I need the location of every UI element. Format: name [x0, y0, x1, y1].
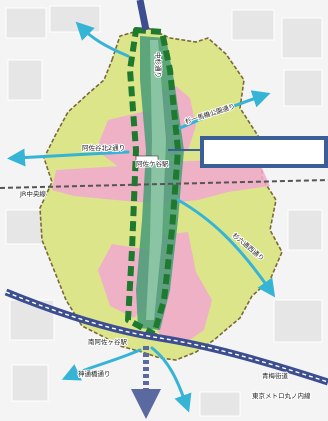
corridor-outline [125, 27, 181, 337]
jr-chuo-line [0, 179, 328, 189]
nakasugi-road-north [136, 0, 150, 31]
label-tokyo-metro: 東京メトロ丸ノ内線 [252, 391, 311, 400]
label-shinmeigu-dori: 神通橋通り [78, 369, 111, 378]
asagaya-station-marker [135, 155, 159, 165]
label-jr-chuo: JR中央線 [19, 189, 46, 198]
label-asagaya-station: 阿佐ケ谷駅 [136, 159, 169, 168]
tokyo-metro-line [5, 291, 328, 383]
arrow-west [7, 148, 130, 167]
corridor-light-band [146, 40, 166, 320]
label-minami-asagaya-station: 南阿佐ヶ谷駅 [88, 337, 128, 346]
arrow-east-upper [178, 90, 271, 130]
arrow-east-lower [176, 198, 276, 298]
arrow-south-west [61, 348, 142, 381]
callout-box [168, 136, 328, 168]
label-asagaya-kita2: 阿佐谷北2通り [82, 143, 125, 152]
arrow-north-west [75, 21, 130, 58]
label-nakasugi-dori: 中杉通り [154, 52, 163, 78]
city-blocks [5, 5, 323, 417]
outbound-arrows [7, 21, 276, 413]
label-ome-kaido: 青梅街道 [262, 371, 289, 380]
arrow-south-east [150, 346, 192, 413]
